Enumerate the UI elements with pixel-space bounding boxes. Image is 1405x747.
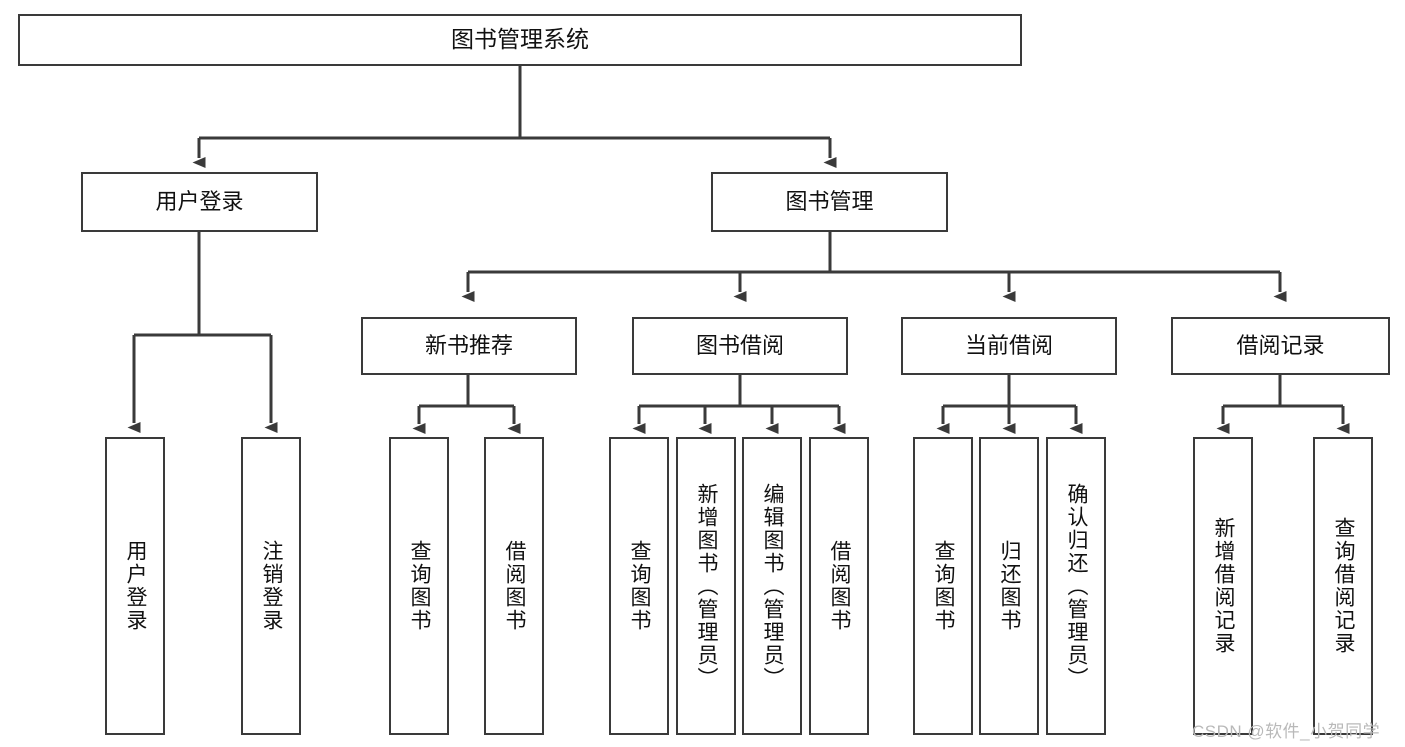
node-current-borrow[interactable]: 当前借阅 [901,317,1117,375]
node-book-manage-label: 图书管理 [785,189,874,215]
node-leaf-query-book-2[interactable]: 查询图书 [609,437,669,735]
node-leaf-borrow-book-1[interactable]: 借阅图书 [484,437,544,735]
node-leaf-return-book-label: 归还图书 [998,540,1022,632]
node-leaf-query-book-1[interactable]: 查询图书 [389,437,449,735]
node-book-manage[interactable]: 图书管理 [711,172,948,232]
node-leaf-add-book-label: 新增图书（管理员） [695,482,719,690]
node-leaf-borrow-book-2[interactable]: 借阅图书 [809,437,869,735]
csdn-watermark: CSDN @软件_小贺同学 [1192,722,1381,741]
node-root[interactable]: 图书管理系统 [18,14,1022,66]
node-leaf-query-book-3[interactable]: 查询图书 [913,437,973,735]
node-leaf-user-login-label: 用户登录 [124,540,148,632]
node-leaf-query-book-1-label: 查询图书 [408,540,432,632]
node-new-book-rec-label: 新书推荐 [424,333,513,359]
node-user-login-label: 用户登录 [155,189,244,215]
node-leaf-logout-label: 注销登录 [260,540,284,632]
node-root-label: 图书管理系统 [451,26,589,53]
node-leaf-add-record-label: 新增借阅记录 [1212,517,1236,655]
node-leaf-edit-book[interactable]: 编辑图书（管理员） [742,437,802,735]
node-leaf-add-book[interactable]: 新增图书（管理员） [676,437,736,735]
node-book-borrow[interactable]: 图书借阅 [632,317,848,375]
node-leaf-user-login[interactable]: 用户登录 [105,437,165,735]
node-leaf-query-book-3-label: 查询图书 [932,540,956,632]
node-borrow-record-label: 借阅记录 [1236,333,1325,359]
node-borrow-record[interactable]: 借阅记录 [1171,317,1390,375]
node-leaf-query-record[interactable]: 查询借阅记录 [1313,437,1373,735]
node-leaf-query-book-2-label: 查询图书 [628,540,652,632]
node-leaf-logout[interactable]: 注销登录 [241,437,301,735]
node-leaf-edit-book-label: 编辑图书（管理员） [761,482,785,690]
node-leaf-borrow-book-2-label: 借阅图书 [828,540,852,632]
node-leaf-borrow-book-1-label: 借阅图书 [503,540,527,632]
node-new-book-rec[interactable]: 新书推荐 [361,317,577,375]
node-book-borrow-label: 图书借阅 [695,333,784,359]
node-current-borrow-label: 当前借阅 [964,333,1053,359]
node-leaf-query-record-label: 查询借阅记录 [1332,517,1356,655]
node-leaf-add-record[interactable]: 新增借阅记录 [1193,437,1253,735]
node-leaf-return-book[interactable]: 归还图书 [979,437,1039,735]
node-leaf-confirm-return-label: 确认归还（管理员） [1065,482,1089,690]
node-user-login[interactable]: 用户登录 [81,172,318,232]
node-leaf-confirm-return[interactable]: 确认归还（管理员） [1046,437,1106,735]
